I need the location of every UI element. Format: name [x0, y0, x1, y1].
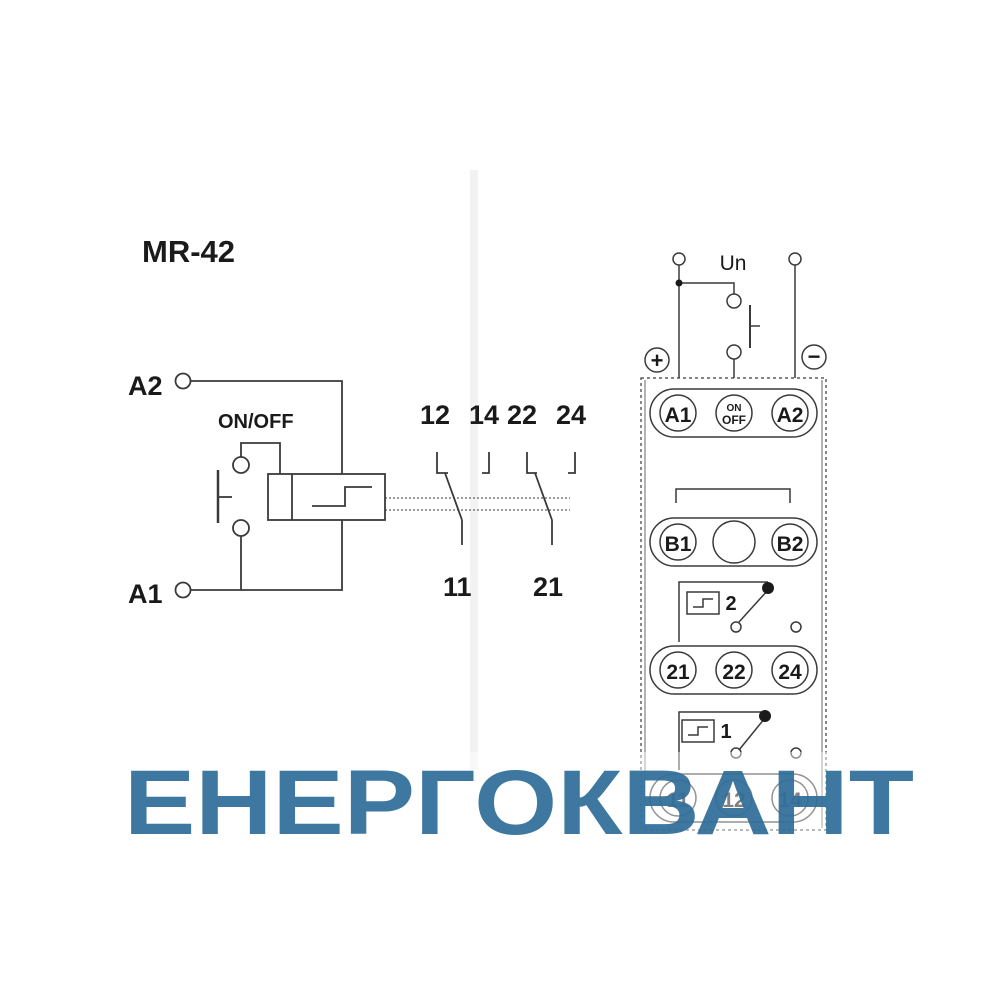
coil-symbol [312, 486, 372, 507]
relay2-contact-22 [730, 621, 742, 633]
onoff-button [715, 394, 753, 432]
a1-wire [191, 520, 343, 591]
supply-junction-dot [675, 279, 683, 287]
contact-2-blade [534, 472, 553, 521]
relay1-blade [738, 717, 766, 751]
supply-switch-wire [679, 282, 735, 294]
minus-sign-circle [801, 344, 827, 370]
watermark-logo: ЕНЕРГОКВАНТ [124, 752, 914, 854]
divider-line [470, 170, 478, 770]
label-14: 14 [469, 400, 499, 430]
label-12-front: 12 [722, 789, 745, 812]
contact-1-blade [444, 472, 463, 521]
row3-frame [649, 645, 818, 695]
switch-bottom-circle [232, 519, 250, 537]
label-a2-front: A2 [777, 404, 804, 427]
watermark-band [30, 752, 970, 850]
terminal-b2 [771, 523, 809, 561]
a2-wire [191, 380, 343, 474]
relay2-coil-icon [686, 591, 720, 615]
model-title: MR-42 [142, 234, 235, 269]
label-on: ON [727, 403, 742, 414]
supply-switch-bottom [726, 344, 742, 360]
label-a1: A1 [128, 579, 163, 609]
label-relay2: 2 [725, 593, 736, 615]
contact-12-leg [436, 452, 448, 474]
terminal-a2-circle [174, 372, 192, 390]
label-12: 12 [420, 400, 450, 430]
schematic [174, 372, 576, 599]
indicator-led [712, 520, 756, 564]
contact-14-leg [482, 452, 490, 474]
relay1-pivot-dot [759, 710, 771, 722]
relay2-contact-24 [790, 621, 802, 633]
row1-frame [649, 388, 818, 438]
contact-22-leg [526, 452, 537, 474]
label-onoff: ON/OFF [218, 411, 294, 433]
switch-top-circle [232, 456, 250, 474]
label-a2: A2 [128, 371, 163, 401]
relay1-coil-step [688, 726, 708, 736]
label-24: 24 [556, 400, 586, 430]
terminal-11 [659, 779, 697, 817]
row2-bracket [675, 488, 791, 503]
label-21: 21 [533, 572, 563, 602]
terminal-21 [659, 651, 697, 689]
row4-frame [649, 773, 818, 823]
relay2-pivot-dot [762, 582, 774, 594]
terminal-12 [715, 779, 753, 817]
row2-frame [649, 517, 818, 567]
panel-outline [640, 377, 827, 831]
supply-label: Un [720, 252, 747, 275]
plus-sign-circle [644, 347, 670, 373]
plus-sign: + [651, 348, 664, 373]
contact-24-leg [568, 452, 576, 474]
label-14-front: 14 [778, 789, 802, 812]
supply-switch-top [726, 293, 742, 309]
label-24-front: 24 [778, 661, 802, 684]
relay-coil [267, 473, 386, 521]
switch-top-wire [240, 442, 281, 474]
terminal-a1 [659, 394, 697, 432]
label-22-front: 22 [722, 661, 745, 684]
label-11-front: 11 [667, 789, 690, 812]
front-panel [640, 252, 827, 831]
relay2-coil-step [693, 598, 713, 608]
label-21-front: 21 [666, 661, 690, 684]
label-relay1: 1 [720, 721, 731, 743]
minus-sign: − [808, 344, 821, 369]
supply-right-circle [788, 252, 802, 266]
relay2-wire [678, 581, 768, 642]
supply-left-circle [672, 252, 686, 266]
relay1-contact-12 [730, 747, 742, 759]
relay1-wire [678, 711, 765, 770]
label-a1-front: A1 [665, 404, 692, 427]
terminal-22 [715, 651, 753, 689]
label-b1: B1 [665, 533, 692, 556]
terminal-a1-circle [174, 581, 192, 599]
panel-labels: Un + − A1 ON OFF A2 B1 B2 2 21 22 24 1 1… [651, 252, 821, 812]
terminal-a2-front [771, 394, 809, 432]
terminal-14 [771, 779, 809, 817]
label-22: 22 [507, 400, 537, 430]
relay2-blade [738, 589, 769, 623]
terminal-24 [771, 651, 809, 689]
schematic-labels: A2 A1 ON/OFF 12 14 22 24 11 21 [128, 371, 586, 609]
label-11: 11 [443, 572, 472, 602]
terminal-b1 [659, 523, 697, 561]
label-b2: B2 [777, 533, 804, 556]
label-off: OFF [722, 413, 746, 427]
relay1-coil-icon [681, 719, 715, 743]
relay1-contact-14 [790, 747, 802, 759]
